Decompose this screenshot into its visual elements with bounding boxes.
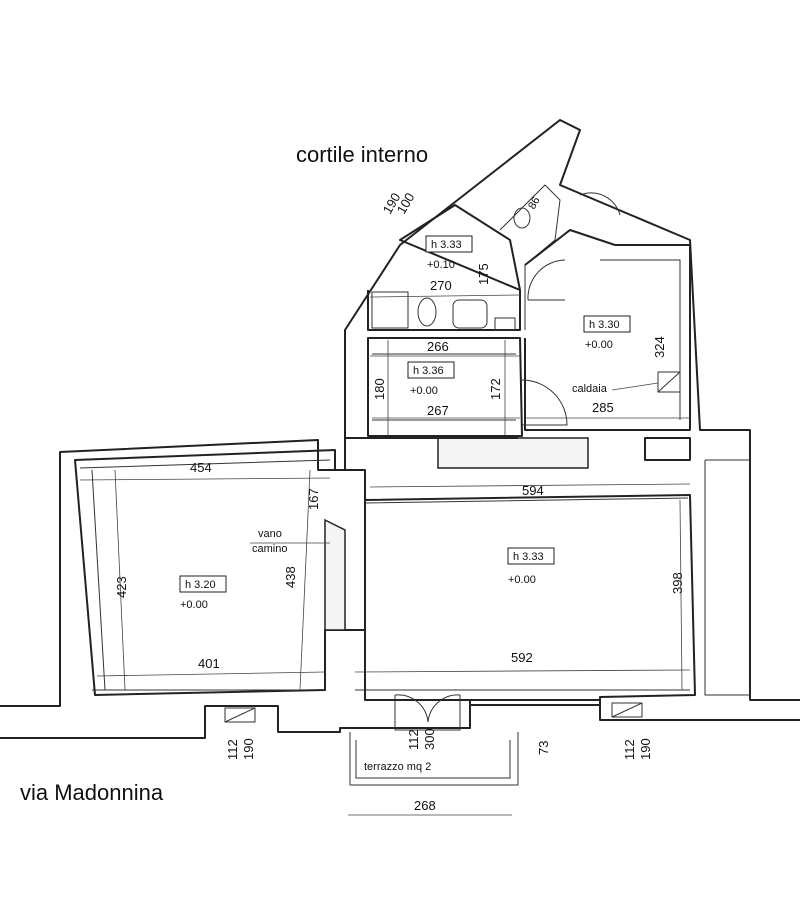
svg-text:h 3.33: h 3.33 bbox=[431, 239, 462, 251]
svg-text:+0.00: +0.00 bbox=[585, 339, 613, 351]
bedroom-inner bbox=[79, 459, 331, 691]
fireplace-niche bbox=[324, 518, 346, 631]
room-tag-living: h 3.33 +0.00 bbox=[507, 547, 555, 586]
street-label: via Madonnina bbox=[20, 780, 164, 805]
terrace-label: terrazzo mq 2 bbox=[364, 761, 431, 773]
bedroom-walls bbox=[74, 449, 366, 696]
boiler-label: caldaia bbox=[572, 383, 608, 395]
room-tag-antibath: h 3.36 +0.00 bbox=[407, 361, 455, 397]
dimension-labels: 100 190 86 175 270 266 180 172 267 324 2… bbox=[114, 190, 685, 813]
partition-top bbox=[345, 437, 691, 461]
room-tag-bedroom: h 3.20 +0.00 bbox=[179, 575, 227, 611]
shower bbox=[371, 291, 409, 329]
svg-text:268: 268 bbox=[414, 798, 436, 813]
french-door bbox=[394, 694, 461, 731]
svg-text:270: 270 bbox=[430, 278, 452, 293]
svg-text:172: 172 bbox=[488, 378, 503, 400]
living-walls bbox=[364, 494, 696, 706]
fireplace-label-1: vano bbox=[258, 528, 282, 540]
svg-text:112: 112 bbox=[225, 739, 240, 760]
svg-text:+0.10: +0.10 bbox=[427, 259, 455, 271]
door-swing-kitchen bbox=[527, 259, 566, 301]
svg-text:401: 401 bbox=[198, 656, 220, 671]
svg-text:594: 594 bbox=[522, 483, 544, 498]
svg-text:h 3.20: h 3.20 bbox=[185, 579, 216, 591]
svg-text:175: 175 bbox=[476, 263, 491, 285]
bidet bbox=[494, 317, 516, 331]
svg-text:300: 300 bbox=[422, 728, 437, 750]
toilet bbox=[417, 297, 437, 327]
svg-text:180: 180 bbox=[372, 378, 387, 400]
window-right bbox=[611, 702, 643, 718]
courtyard-label: cortile interno bbox=[296, 142, 428, 167]
svg-text:h 3.30: h 3.30 bbox=[589, 319, 620, 331]
svg-text:438: 438 bbox=[283, 566, 298, 588]
svg-text:112: 112 bbox=[622, 739, 637, 760]
small-toilet bbox=[513, 207, 531, 229]
svg-text:+0.00: +0.00 bbox=[508, 574, 536, 586]
fireplace-label-2: camino bbox=[252, 543, 287, 555]
svg-text:592: 592 bbox=[511, 650, 533, 665]
kitchen-inner bbox=[600, 259, 681, 420]
living-inner bbox=[355, 497, 690, 691]
door-swing-top bbox=[579, 192, 621, 216]
antibath-walls bbox=[367, 337, 523, 437]
right-wall bbox=[704, 459, 750, 696]
antibath-inner bbox=[372, 353, 516, 421]
kitchen-walls bbox=[524, 229, 691, 431]
bath-walls bbox=[367, 204, 521, 331]
terrace-outline bbox=[349, 732, 519, 786]
room-tag-kitchen: h 3.30 +0.00 bbox=[583, 315, 631, 351]
svg-text:190: 190 bbox=[638, 738, 653, 760]
svg-text:324: 324 bbox=[652, 336, 667, 358]
room-tag-bath: h 3.33 +0.10 bbox=[425, 235, 473, 271]
street-facade bbox=[0, 699, 800, 739]
svg-text:267: 267 bbox=[427, 403, 449, 418]
window-left bbox=[224, 707, 256, 723]
wc-walls bbox=[499, 184, 561, 330]
svg-text:86: 86 bbox=[526, 195, 543, 212]
svg-text:285: 285 bbox=[592, 400, 614, 415]
svg-text:+0.00: +0.00 bbox=[180, 599, 208, 611]
svg-text:190: 190 bbox=[241, 738, 256, 760]
door-swing-antibath bbox=[521, 379, 568, 426]
svg-text:73: 73 bbox=[536, 741, 551, 755]
svg-text:398: 398 bbox=[670, 572, 685, 594]
svg-text:266: 266 bbox=[427, 339, 449, 354]
dimension-lines bbox=[79, 294, 691, 816]
counter-block bbox=[437, 437, 589, 469]
svg-text:423: 423 bbox=[114, 576, 129, 598]
svg-text:+0.00: +0.00 bbox=[410, 385, 438, 397]
boiler-symbol bbox=[657, 371, 681, 393]
sink bbox=[452, 299, 488, 329]
street-wall bbox=[0, 119, 800, 707]
svg-text:h 3.33: h 3.33 bbox=[513, 551, 544, 563]
svg-text:112: 112 bbox=[406, 729, 421, 750]
svg-text:167: 167 bbox=[306, 488, 321, 510]
svg-text:454: 454 bbox=[190, 460, 212, 475]
svg-text:h 3.36: h 3.36 bbox=[413, 365, 444, 377]
